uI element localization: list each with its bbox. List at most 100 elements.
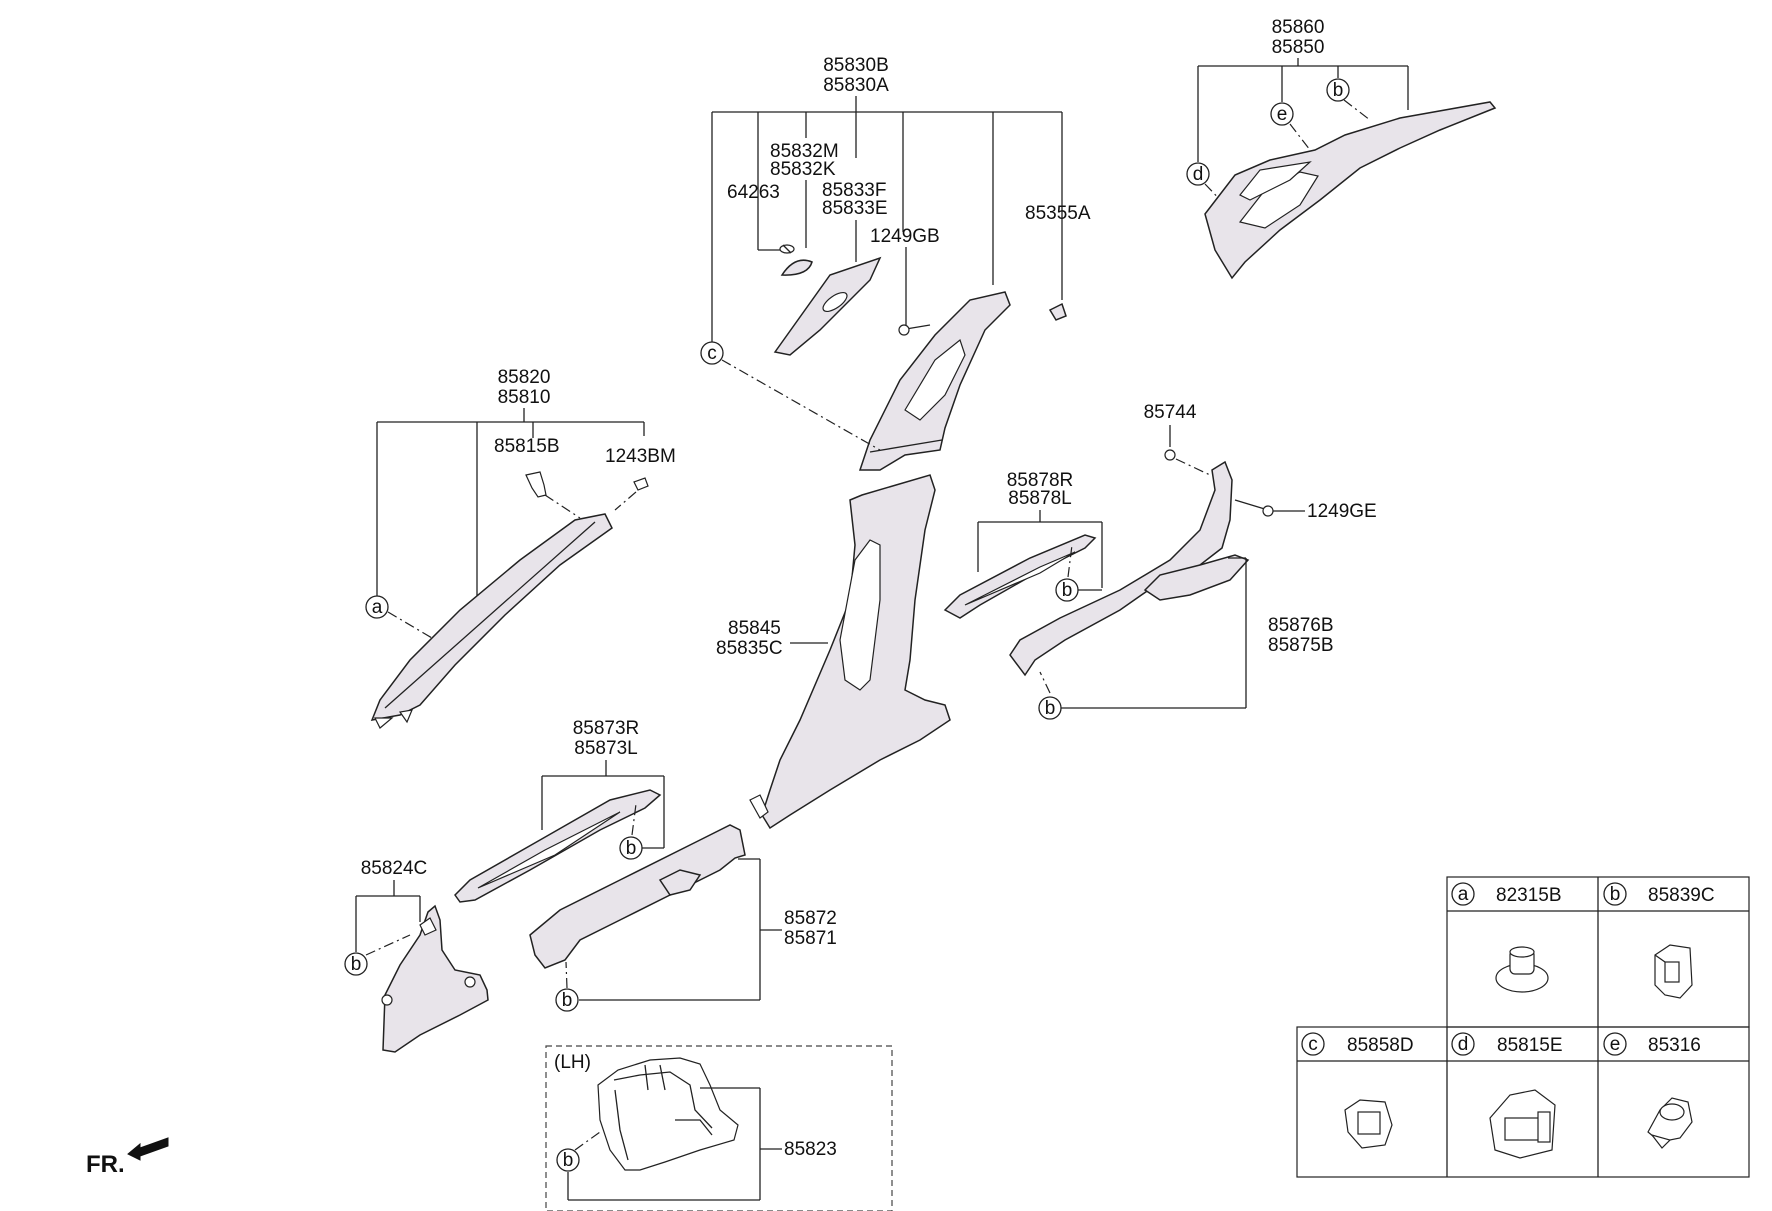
group-85820: 85820 85810 85815B 1243BM a [365,367,676,729]
clip-85858D-icon [1344,1099,1393,1149]
label-85845: 85845 [728,618,781,639]
svg-text:d: d [1193,164,1204,185]
label-85873R: 85873R [573,718,640,739]
label-lh: (LH) [554,1052,591,1073]
b-pillar-upper-trim [858,291,1011,471]
scuff-85878-plate [943,534,1097,619]
label-1243BM: 1243BM [605,446,676,467]
svg-text:b: b [1333,80,1344,101]
svg-text:b: b [563,1150,574,1171]
clip-85815B-icon [525,471,547,498]
pushpin-85316-icon [1647,1097,1693,1149]
label-85830B: 85830B [823,55,889,76]
label-85824C: 85824C [361,858,428,879]
svg-text:b: b [1062,580,1073,601]
label-85850: 85850 [1272,37,1325,58]
svg-text:a: a [372,597,383,618]
a-pillar-trim [370,513,613,729]
lh-bracket-85823 [597,1057,739,1171]
label-85875B: 85875B [1268,635,1334,656]
front-arrow-icon [127,1137,169,1161]
svg-text:b: b [626,838,637,859]
svg-text:b: b [1610,884,1621,905]
label-64263: 64263 [727,182,780,203]
group-85872: 85872 85871 b [529,824,837,1012]
label-85878L: 85878L [1008,488,1071,509]
lh-box-85823: (LH) 85823 b [545,1045,893,1211]
legend-cell-e: e 85316 [1603,1032,1701,1149]
group-85873: 85873R 85873L b [454,718,665,903]
callout-a: a [365,595,389,619]
label-85872: 85872 [784,908,837,929]
group-85876: 85744 1249GE 85876B 85875B b [1009,402,1377,720]
group-85860: 85860 85850 d e b [1186,17,1497,280]
label-85833F: 85833F [822,180,886,201]
svg-text:c: c [1308,1034,1318,1055]
legend-cell-a: a 82315B [1451,882,1562,993]
label-85832M: 85832M [770,141,839,162]
legend-part-d: 85815E [1497,1035,1563,1056]
legend-part-b: 85839C [1648,885,1715,906]
label-85823: 85823 [784,1139,837,1160]
label-85876B: 85876B [1268,615,1334,636]
label-85810: 85810 [498,387,551,408]
legend-part-c: 85858D [1347,1035,1414,1056]
callout-b-85824C: b [344,952,368,976]
screw-1249GE-icon [1234,499,1274,517]
clip-85815E-icon [1489,1089,1556,1159]
clip-85355A-icon [1048,302,1067,321]
label-85744: 85744 [1144,402,1197,423]
fr-label: FR. [86,1151,125,1178]
front-direction-indicator: FR. [86,1137,169,1178]
callout-e: e [1270,102,1294,126]
group-85878: 85878R 85878L b [943,470,1103,619]
label-85355A: 85355A [1025,203,1091,224]
label-85830A: 85830A [823,75,889,96]
label-85835C: 85835C [716,638,783,659]
legend-cell-c: c 85858D [1301,1032,1414,1149]
screw-1243BM-icon [633,477,649,491]
legend-part-a: 82315B [1496,885,1562,906]
group-85830: 85830B 85830A 85832M 85832K 64263 85833F… [700,55,1091,471]
svg-text:a: a [1458,884,1469,905]
svg-text:e: e [1277,104,1288,125]
label-85860: 85860 [1272,17,1325,38]
callout-b-85823: b [556,1148,580,1172]
callout-d: d [1186,162,1210,186]
legend-part-e: 85316 [1648,1035,1701,1056]
clip-85839C-icon [1654,944,1693,999]
kick-panel-85824C [381,904,489,1053]
svg-text:d: d [1458,1034,1469,1055]
svg-text:b: b [1045,698,1056,719]
label-85871: 85871 [784,928,837,949]
svg-text:e: e [1610,1034,1621,1055]
clip-85744-icon [1164,449,1176,461]
group-85845: 85845 85835C [716,474,951,830]
svg-text:b: b [351,954,362,975]
group-85824C: 85824C b [344,858,489,1053]
legend-table: a 82315B b 85839C c 85858D [1296,876,1750,1178]
screw-1249GB-icon [898,324,931,336]
callout-b-85878: b [1055,578,1079,602]
svg-text:b: b [562,990,573,1011]
label-85873L: 85873L [574,738,637,759]
svg-text:c: c [707,343,717,364]
label-1249GE: 1249GE [1307,501,1377,522]
b-pillar-lower-trim [749,474,951,830]
legend-cell-b: b 85839C [1603,882,1715,999]
clip-64263-icon [779,244,795,254]
garnish-85833-icon [773,256,882,356]
cap-85832-icon [780,259,813,276]
legend-cell-d: d 85815E [1451,1032,1563,1159]
front-scuff-85872-trim [529,824,746,969]
label-85820: 85820 [498,367,551,388]
scuff-85873-plate [454,789,662,903]
label-85815B: 85815B [494,436,560,457]
callout-b-85860: b [1326,78,1350,102]
rear-quarter-upper-trim [1204,101,1497,280]
callout-b-85873: b [619,836,643,860]
grommet-82315B-icon [1495,946,1549,993]
label-85833E: 85833E [822,198,888,219]
rear-lower-trim [1009,460,1250,677]
